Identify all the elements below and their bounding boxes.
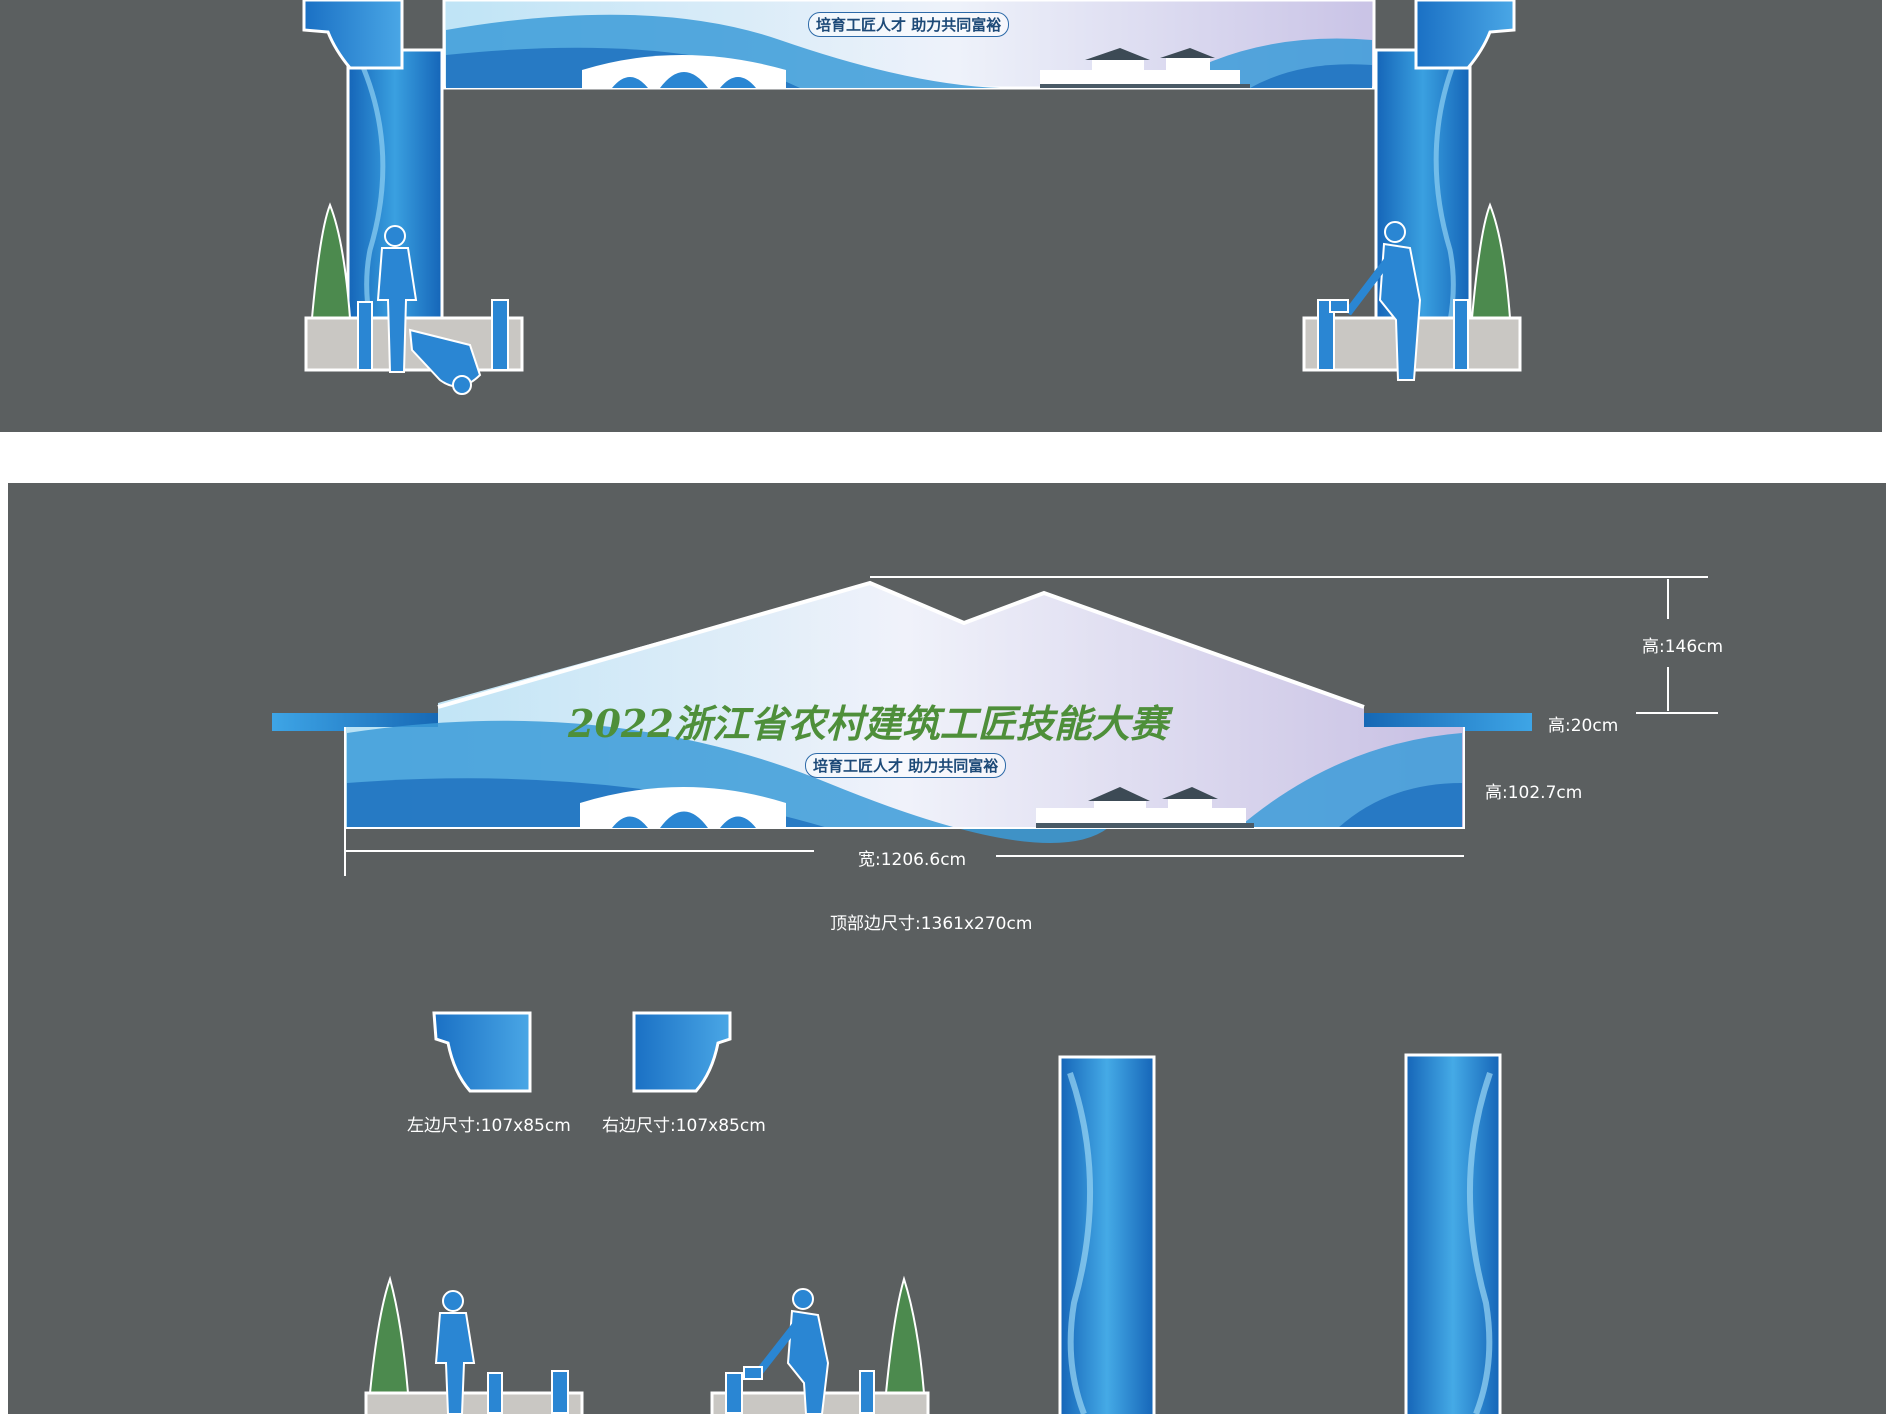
right-planter bbox=[1302, 202, 1522, 381]
left-cap-size-label: 左边尺寸:107x85cm bbox=[407, 1116, 571, 1136]
left-planter bbox=[304, 202, 524, 395]
banner-slogan: 培育工匠人才 助力共同富裕 bbox=[805, 753, 1007, 778]
top-slogan: 培育工匠人才 助力共同富裕 bbox=[808, 12, 1010, 37]
left-planter-component bbox=[364, 1275, 584, 1414]
dimension-lines bbox=[344, 576, 1718, 876]
right-cap bbox=[1414, 0, 1516, 70]
right-cap-size-label: 右边尺寸:107x85cm bbox=[602, 1116, 766, 1136]
left-pillar-component bbox=[1058, 1055, 1156, 1414]
left-cap-component bbox=[432, 1011, 532, 1093]
width-banner-label: 宽:1206.6cm bbox=[858, 850, 967, 870]
banner-title: 2022浙江省农村建筑工匠技能大赛 bbox=[568, 701, 1168, 746]
main-banner bbox=[344, 580, 1465, 843]
right-cap-component bbox=[632, 1011, 732, 1093]
worker-wheelbarrow-silhouette bbox=[376, 225, 482, 395]
height-banner-label: 高:102.7cm bbox=[1485, 783, 1583, 803]
right-pillar-component bbox=[1404, 1053, 1502, 1414]
top-edge-size-label: 顶部边尺寸:1361x270cm bbox=[830, 914, 1033, 934]
height-strip-label: 高:20cm bbox=[1548, 716, 1619, 736]
component-dimensions-panel: 2022浙江省农村建筑工匠技能大赛 培育工匠人才 助力共同富裕 高:146cm … bbox=[8, 483, 1886, 1414]
right-side-strip bbox=[1348, 713, 1532, 731]
right-planter-component bbox=[710, 1275, 930, 1414]
assembled-arch-panel: 培育工匠人才 助力共同富裕 bbox=[0, 0, 1882, 432]
bridge-illustration bbox=[582, 55, 786, 88]
components-drawing bbox=[272, 576, 1718, 1414]
left-cap bbox=[302, 0, 404, 70]
height-top-label: 高:146cm bbox=[1642, 637, 1724, 657]
assembled-arch-drawing bbox=[302, 0, 1522, 395]
village-illustration bbox=[1040, 48, 1250, 88]
worker-hammer-silhouette bbox=[1329, 221, 1422, 381]
